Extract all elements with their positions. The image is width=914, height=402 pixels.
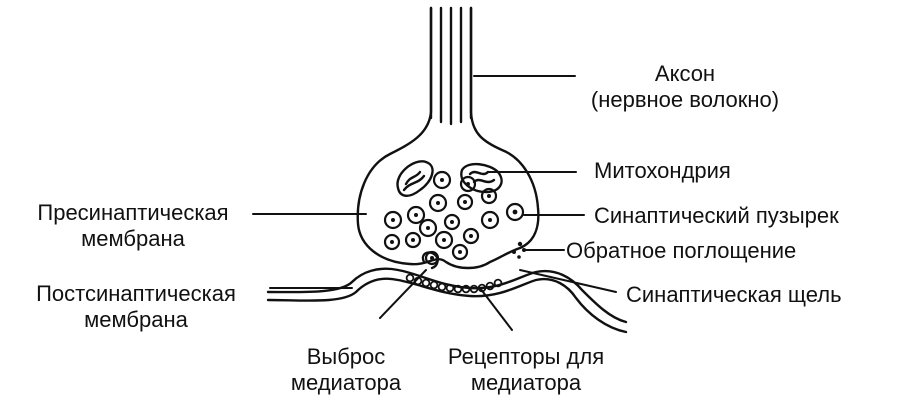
synaptic-cleft-label-text: Синаптическая щель [626, 282, 842, 307]
synaptic-cleft-label: Синаптическая щель [626, 282, 842, 308]
receptors-label-line1: Рецепторы для [418, 344, 634, 370]
presynaptic-label-line1: Пресинаптическая [2, 200, 264, 226]
axon-label: Аксон (нервное волокно) [555, 61, 815, 113]
postsynaptic-membrane-upper [268, 269, 626, 322]
receptors-label-line2: медиатора [418, 370, 634, 396]
postsynaptic-membrane-label: Постсинаптическая мембрана [0, 281, 272, 333]
release-label-line2: медиатора [268, 370, 424, 396]
mediator-receptors-label: Рецепторы для медиатора [418, 344, 634, 396]
presynaptic-membrane-label: Пресинаптическая мембрана [2, 200, 264, 252]
axon-fibres [431, 8, 471, 124]
reuptake-label-text: Обратное поглощение [566, 238, 796, 263]
synaptic-vesicles [385, 172, 523, 264]
mitochondria-label: Митохондрия [594, 158, 731, 184]
reuptake-label: Обратное поглощение [566, 238, 796, 264]
postsynaptic-label-line2: мембрана [0, 307, 272, 333]
axon-label-line2: (нервное волокно) [555, 87, 815, 113]
axon-label-line1: Аксон [555, 61, 815, 87]
mediator-release-label: Выброс медиатора [268, 344, 424, 396]
postsynaptic-label-line1: Постсинаптическая [0, 281, 272, 307]
mitochondria-label-text: Митохондрия [594, 158, 731, 183]
vesicle-label-text: Синаптический пузырек [594, 203, 839, 228]
reuptake-dots [512, 242, 526, 259]
presynaptic-label-line2: мембрана [2, 226, 264, 252]
vesicle-label: Синаптический пузырек [594, 203, 839, 229]
release-label-line1: Выброс [268, 344, 424, 370]
